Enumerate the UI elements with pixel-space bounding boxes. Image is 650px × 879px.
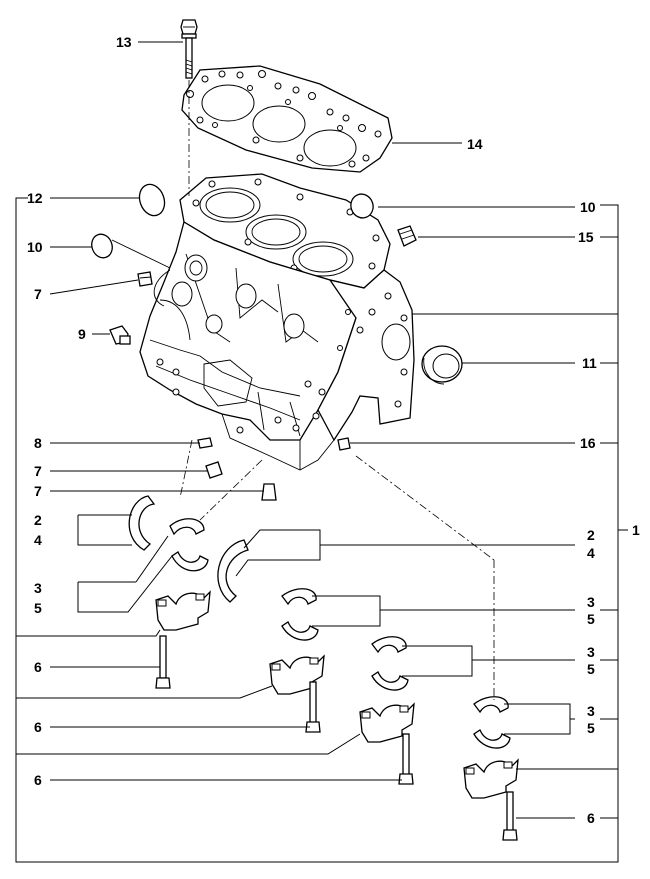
plug-7-bottom — [261, 483, 277, 501]
callout-5-left: 5 — [34, 600, 42, 616]
cap-bolt-4 — [502, 791, 518, 841]
callout-3-left: 3 — [34, 580, 42, 596]
head-gasket — [181, 65, 393, 173]
callout-4-right: 4 — [587, 545, 595, 561]
callout-11: 11 — [582, 355, 597, 371]
callout-7-b: 7 — [34, 463, 42, 479]
callout-9: 9 — [78, 326, 86, 342]
callout-4-left: 4 — [34, 532, 42, 548]
plug-7-mid — [205, 461, 223, 479]
callout-2-right: 2 — [587, 527, 595, 543]
expansion-plug-10-right — [350, 193, 374, 219]
plug-7-top — [137, 271, 153, 287]
callout-10-left: 10 — [27, 239, 43, 255]
callout-7-c: 7 — [34, 483, 42, 499]
callout-10-right: 10 — [580, 199, 596, 215]
callout-14: 14 — [467, 136, 483, 152]
plug-8 — [197, 437, 213, 449]
callout-12: 12 — [27, 190, 43, 206]
callout-6-right: 6 — [587, 810, 595, 826]
assembly-bracket — [15, 197, 628, 863]
thrust-bearing-upper — [128, 495, 156, 551]
callout-5-r1: 5 — [587, 611, 595, 627]
cap-bolt-3 — [398, 733, 414, 785]
callout-labels: 13 14 12 10 7 9 8 7 7 2 4 3 5 6 6 6 10 1… — [27, 34, 640, 826]
callout-3-r2: 3 — [587, 644, 595, 660]
callout-5-r2: 5 — [587, 661, 595, 677]
callout-5-r3: 5 — [587, 720, 595, 736]
callout-3-r1: 3 — [587, 594, 595, 610]
callout-7-a: 7 — [34, 286, 42, 302]
callout-6-b: 6 — [34, 719, 42, 735]
expansion-plug-10-left — [91, 233, 171, 269]
main-bearing-shells-3 — [371, 636, 409, 691]
callout-8: 8 — [34, 435, 42, 451]
callout-3-r3: 3 — [587, 703, 595, 719]
callout-2-left: 2 — [34, 512, 42, 528]
bearing-cap-1 — [155, 590, 211, 631]
expansion-plug-12 — [138, 183, 166, 217]
cylinder-block — [139, 173, 415, 471]
callout-15: 15 — [578, 229, 594, 245]
callout-6-c: 6 — [34, 772, 42, 788]
main-bearing-shells-2 — [281, 588, 319, 641]
dowel-15 — [397, 225, 417, 247]
plug-9 — [109, 325, 131, 345]
callout-1: 1 — [632, 522, 640, 538]
plug-16 — [337, 437, 351, 451]
callout-6-a: 6 — [34, 659, 42, 675]
cap-bolt-2 — [305, 681, 321, 733]
bearing-cap-4 — [463, 758, 519, 799]
callout-16: 16 — [580, 435, 596, 451]
bearing-cap-3 — [359, 702, 415, 743]
head-bolt — [180, 19, 198, 79]
thrust-bearing-lower — [217, 539, 249, 603]
alignment-lines — [179, 80, 495, 700]
oil-seal-11 — [421, 345, 463, 385]
callout-13: 13 — [116, 34, 132, 50]
leader-lines — [16, 41, 618, 819]
main-bearing-shells-4 — [473, 696, 511, 749]
main-bearing-shells-1 — [169, 518, 209, 572]
cap-bolt-1 — [155, 635, 171, 689]
